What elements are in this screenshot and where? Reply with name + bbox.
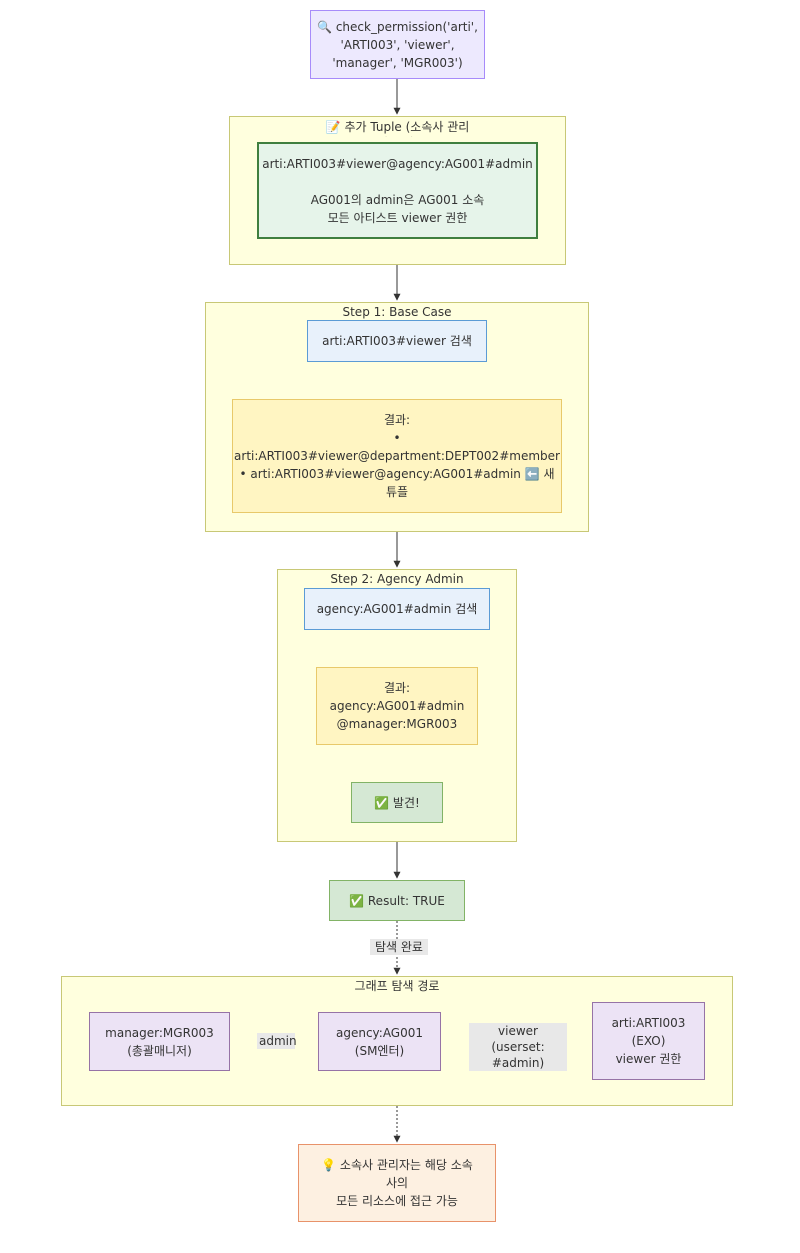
manager-node: manager:MGR003 (총괄매니저)	[89, 1012, 230, 1071]
cluster-step2-title: Step 2: Agency Admin	[330, 572, 464, 586]
step2-search-text: agency:AG001#admin 검색	[316, 602, 478, 616]
tuple-node: arti:ARTI003#viewer@agency:AG001#admin A…	[257, 142, 538, 239]
tuple-text: arti:ARTI003#viewer@agency:AG001#admin A…	[262, 156, 533, 225]
manager-text: manager:MGR003 (총괄매니저)	[105, 1025, 214, 1058]
step1-search-node: arti:ARTI003#viewer 검색	[307, 320, 487, 362]
found-text: ✅ 발견!	[374, 795, 420, 810]
edge-label-search-done: 탐색 완료	[370, 939, 428, 955]
agency-text: agency:AG001 (SM엔터)	[335, 1025, 424, 1058]
step2-result-text: 결과: agency:AG001#admin @manager:MGR003	[329, 681, 465, 731]
artist-text: arti:ARTI003 (EXO) viewer 권한	[611, 1016, 686, 1066]
result-true-text: ✅ Result: TRUE	[349, 893, 445, 908]
result-true-node: ✅ Result: TRUE	[329, 880, 465, 921]
step1-result-text: 결과: • arti:ARTI003#viewer@department:DEP…	[234, 413, 560, 499]
found-node: ✅ 발견!	[351, 782, 443, 823]
check-permission-text: 🔍 check_permission('arti', 'ARTI003', 'v…	[317, 19, 478, 70]
step1-result-node: 결과: • arti:ARTI003#viewer@department:DEP…	[232, 399, 562, 513]
insight-text: 💡 소속사 관리자는 해당 소속 사의 모든 리소스에 접근 가능	[321, 1158, 473, 1208]
artist-node: arti:ARTI003 (EXO) viewer 권한	[592, 1002, 705, 1080]
check-permission-node: 🔍 check_permission('arti', 'ARTI003', 'v…	[310, 10, 485, 79]
agency-node: agency:AG001 (SM엔터)	[318, 1012, 441, 1071]
edge-label-admin: admin	[257, 1033, 297, 1049]
cluster-graph-path-title: 그래프 탐색 경로	[354, 979, 440, 993]
cluster-step1-title: Step 1: Base Case	[342, 305, 452, 319]
edge-label-viewer: viewer (userset: #admin)	[469, 1023, 567, 1071]
insight-node: 💡 소속사 관리자는 해당 소속 사의 모든 리소스에 접근 가능	[298, 1144, 496, 1222]
step1-search-text: arti:ARTI003#viewer 검색	[322, 334, 472, 348]
cluster-added-tuple-title: 📝 추가 Tuple (소속사 관리 자 전체 조회 권한)	[325, 120, 470, 137]
step2-search-node: agency:AG001#admin 검색	[304, 588, 490, 630]
step2-result-node: 결과: agency:AG001#admin @manager:MGR003	[316, 667, 478, 745]
